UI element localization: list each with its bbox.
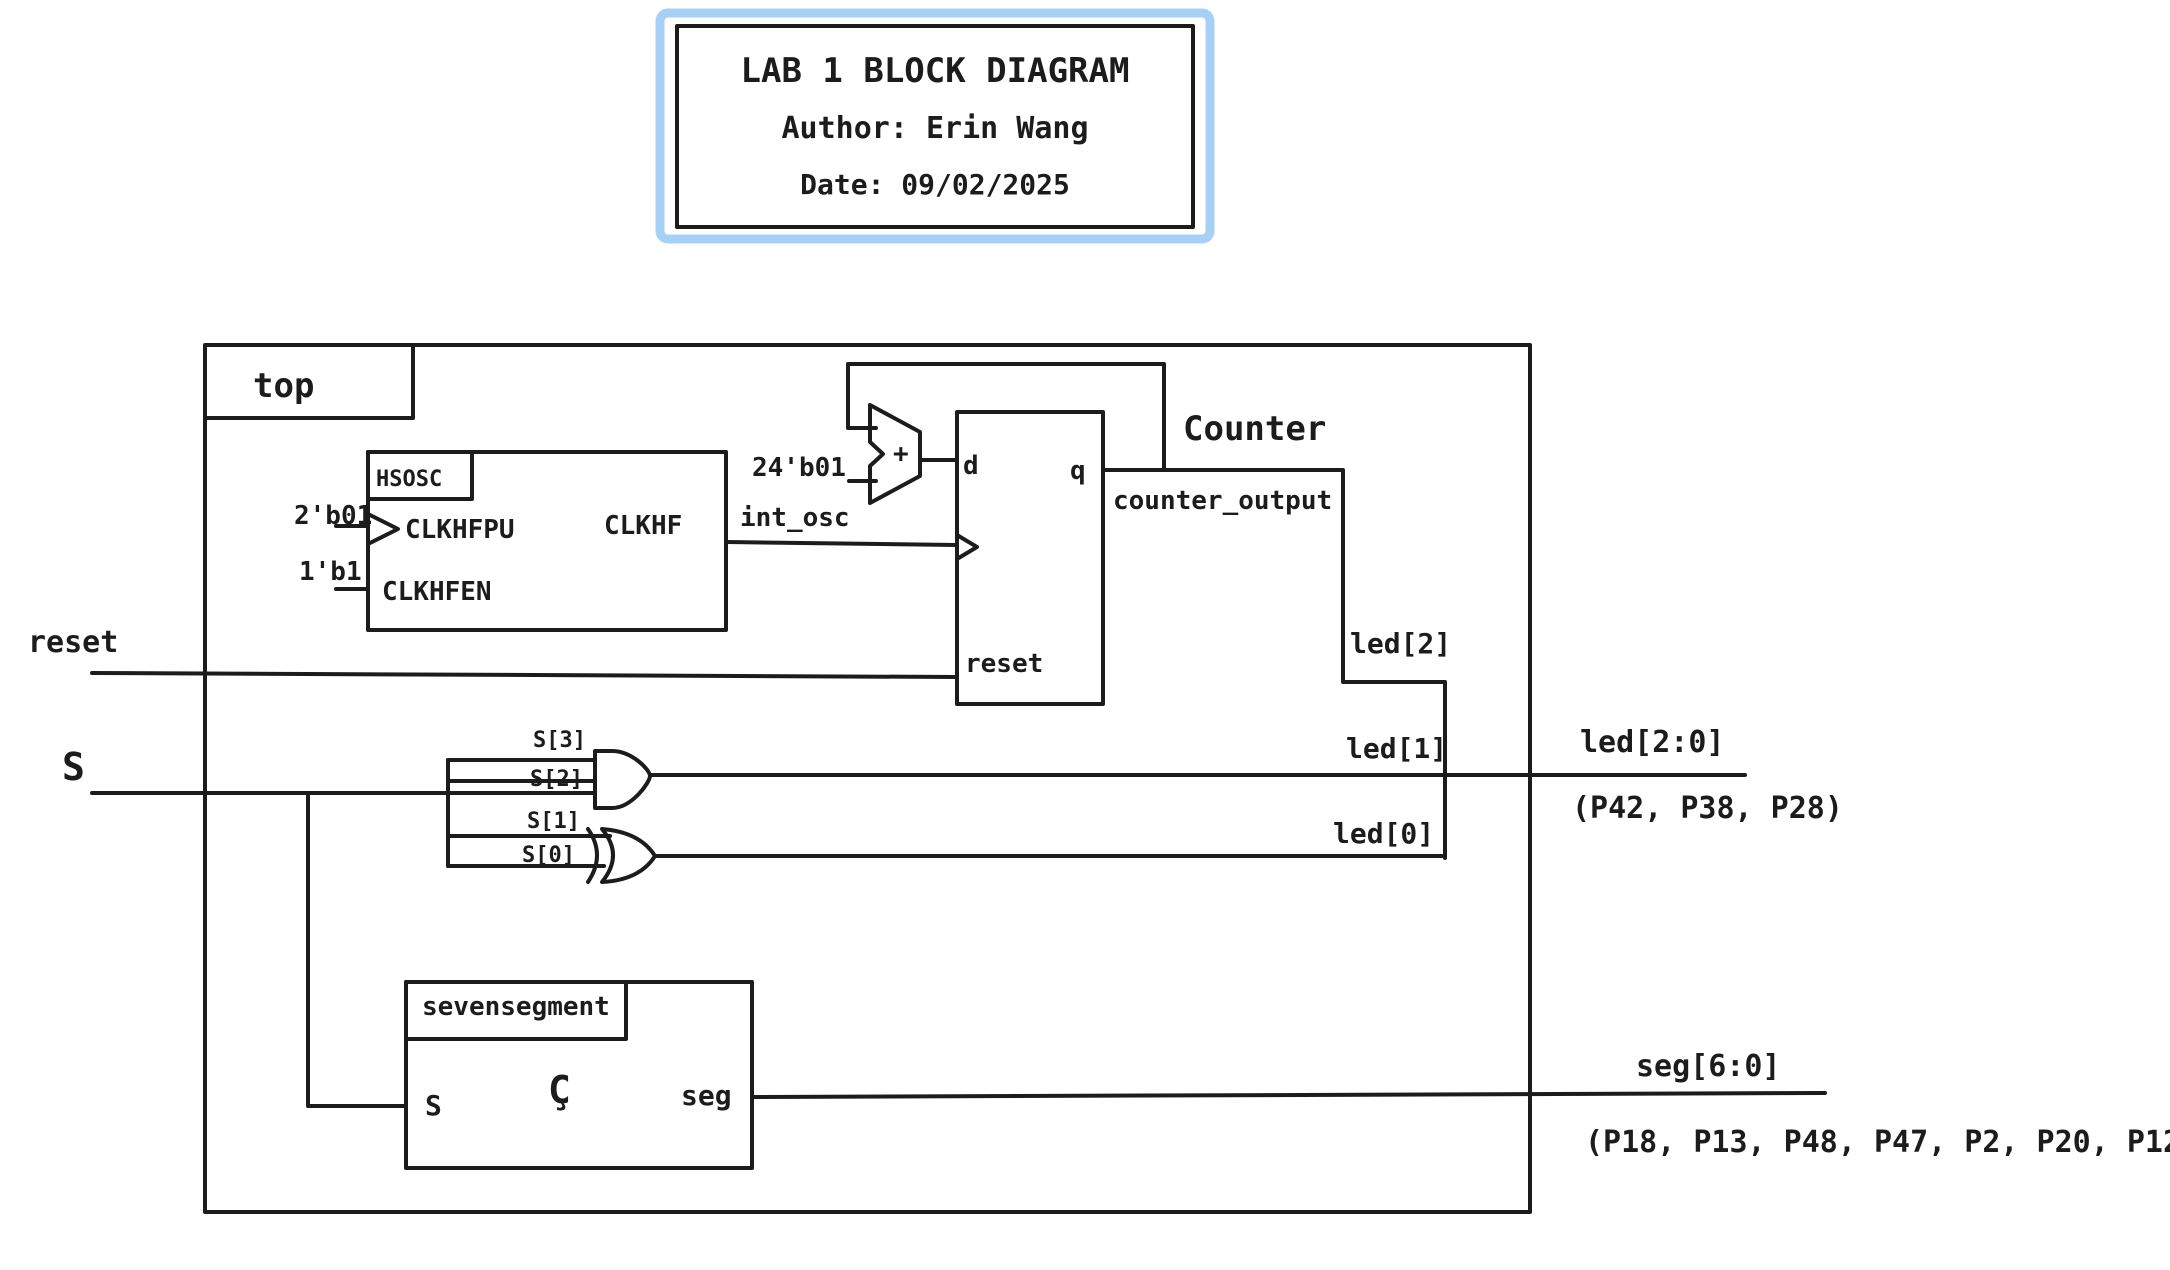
clkhfpu-clock-triangle [366,512,400,546]
seg-output-wire [750,1091,1827,1099]
seg-pins-label: (P18, P13, P48, P47, P2, P20, P12) [1585,1125,2170,1160]
title-highlight-border [655,8,1215,244]
int-osc-wire [724,540,959,547]
const-1b1: 1'b1 [299,557,362,587]
increment-const: 24'b01 [752,453,846,483]
diagram-date: Date: 09/02/2025 [800,168,1070,201]
title-box [675,24,1195,229]
s1-label: S[1] [527,809,580,834]
adder [868,403,922,505]
register-clock-triangle [955,533,979,561]
diagram-author: Author: Erin Wang [781,111,1088,146]
seg-bus-label: seg[6:0] [1636,1049,1781,1084]
reset-input-label: reset [28,625,118,660]
adder-symbol: + [893,439,909,469]
top-module-label: top [253,366,314,406]
sevensegment-name-tab [404,980,628,1041]
sevensegment-port-seg: seg [681,1079,732,1112]
counter-output-wire [1101,468,1447,860]
reset-wire [90,671,959,679]
s0-label: S[0] [522,843,575,868]
register-port-d: d [963,451,979,481]
s-to-sevensegment-wire [306,791,408,1108]
and-gate [593,749,652,810]
led1-label: led[1] [1346,732,1447,765]
int-osc-label: int_osc [740,503,850,533]
register-port-reset: reset [965,649,1043,679]
s3-label: S[3] [533,728,586,753]
hsosc-name-tab [366,450,474,501]
register-port-q: q [1070,456,1086,486]
hsosc-port-clkhfen: CLKHFEN [382,577,492,607]
led-pins-label: (P42, P38, P28) [1572,791,1843,826]
diagram-title: LAB 1 BLOCK DIAGRAM [741,51,1130,91]
top-module-tab [203,343,415,420]
sevensegment-port-s: S [425,1089,442,1122]
const-2b01: 2'b01 [294,501,372,531]
s-input-label: S [62,745,85,789]
led2-label: led[2] [1350,627,1451,660]
led-bus-label: led[2:0] [1580,725,1725,760]
counter-label: Counter [1183,409,1326,449]
sevensegment-name: sevensegment [422,992,610,1022]
led0-label: led[0] [1333,817,1434,850]
hsosc-port-clkhf: CLKHF [604,511,682,541]
counter-output-label: counter_output [1113,486,1332,516]
s2-label: S[2] [530,767,583,792]
hsosc-name: HSOSC [376,467,442,492]
xor-gate [600,827,657,884]
sevensegment-center-glyph: Ç [548,1068,571,1112]
hsosc-port-clkhfpu: CLKHFPU [405,515,515,545]
top-module-box [203,343,1532,1214]
xor-gate-input-arc [586,827,599,884]
